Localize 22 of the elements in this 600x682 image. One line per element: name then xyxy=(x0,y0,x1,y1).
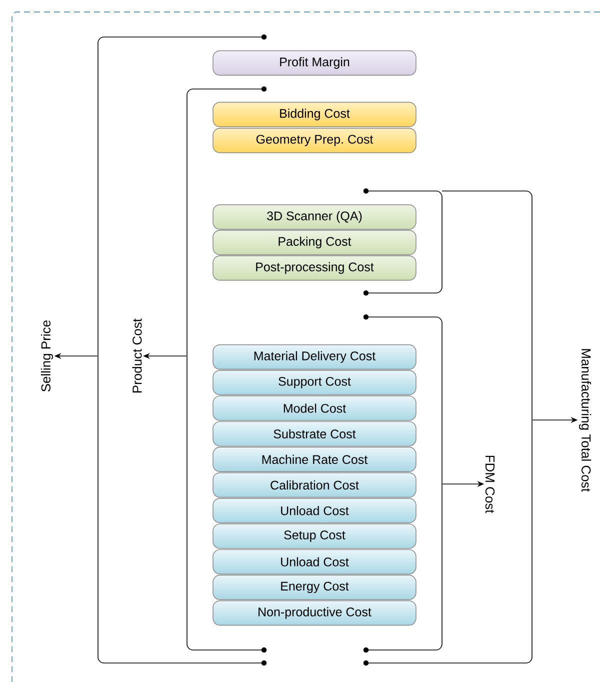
cost-box: Substrate Cost xyxy=(212,421,416,446)
total-label: Manufacturing Total Cost xyxy=(578,349,592,492)
cost-box: Material Delivery Cost xyxy=(212,344,416,370)
total-label: FDM Cost xyxy=(485,456,495,514)
cost-box: 3D Scanner (QA) xyxy=(212,204,416,230)
cost-box: Setup Cost xyxy=(212,524,416,549)
cost-box: Profit Margin xyxy=(212,50,416,76)
cost-box: Unload Cost xyxy=(212,498,416,524)
bracket-spine xyxy=(186,94,188,644)
cost-box: Model Cost xyxy=(212,396,416,421)
cost-box: Machine Rate Cost xyxy=(212,446,416,472)
cost-box: Energy Cost xyxy=(212,574,416,600)
cost-box: Non-productive Cost xyxy=(212,600,416,626)
cost-box: Support Cost xyxy=(212,370,416,396)
cost-box: Calibration Cost xyxy=(212,472,416,498)
cost-box: Packing Cost xyxy=(212,230,416,256)
total-label: Selling Price xyxy=(40,320,54,392)
cost-box: Unload Cost xyxy=(212,549,416,574)
cost-box: Post-processing Cost xyxy=(212,255,416,281)
cost-box: Bidding Cost xyxy=(212,102,416,128)
total-label: Product Cost xyxy=(132,318,142,392)
cost-box: Geometry Prep. Cost xyxy=(212,128,416,154)
